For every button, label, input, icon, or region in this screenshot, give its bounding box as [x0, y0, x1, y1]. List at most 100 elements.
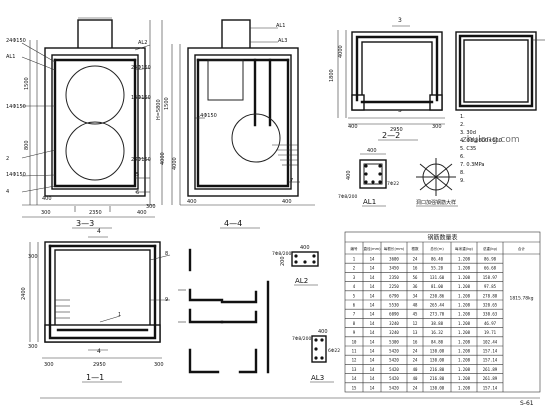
table-cell: 5300	[389, 339, 399, 344]
note-line: 4. Φ8@600×600	[460, 138, 502, 144]
dim-label: 300	[28, 254, 38, 260]
dim-label: 400	[318, 329, 328, 335]
table-cell: 5530	[389, 303, 399, 308]
table-cell: 14	[370, 358, 375, 363]
table-cell: 278.88	[483, 293, 498, 298]
section-3-3: 24Φ150 AL1 14Φ150 2 14Φ150 4 AL2 24Φ150 …	[6, 17, 166, 229]
table-cell: 1.208	[458, 385, 471, 390]
table-cell: 40	[413, 376, 418, 381]
table-cell: 16.32	[431, 330, 444, 335]
dim-label: 1800	[329, 69, 335, 82]
table-header: 编号	[350, 246, 358, 251]
table-header: 每米重(kg)	[455, 246, 474, 251]
callout-label: 9	[165, 297, 168, 303]
dim-label: 300	[28, 344, 38, 350]
note-line: 9.	[460, 178, 465, 184]
table-cell: 38.88	[431, 321, 444, 326]
callout-label: AL3	[278, 38, 287, 44]
table-cell: 14	[370, 385, 375, 390]
note-line: 6.	[460, 154, 465, 160]
note-line: 3. 30d	[460, 130, 476, 136]
callout-label: 24Φ150	[131, 157, 151, 163]
dim-label: 400	[300, 245, 310, 251]
table-cell: 19.71	[484, 330, 497, 335]
table-cell: 1.208	[458, 376, 471, 381]
dim-label: 2400	[21, 287, 27, 300]
table-cell: 34	[413, 293, 418, 298]
table-cell: 2250	[389, 284, 399, 289]
table-cell: 9	[353, 330, 356, 335]
section-mark: 4	[97, 348, 101, 355]
table-title: 钢筋数量表	[427, 234, 457, 242]
table-cell: 5420	[389, 376, 399, 381]
table-cell: 48	[413, 303, 418, 308]
table-cell: 14	[370, 266, 375, 271]
title-block: S-61	[40, 397, 540, 407]
note-line: 2.	[460, 122, 465, 128]
table-cell: 261.89	[483, 376, 498, 381]
table-cell: 1	[353, 257, 356, 262]
table-cell: 66.68	[484, 266, 497, 271]
table-cell: 261.89	[483, 367, 498, 372]
table-cell: 15	[352, 385, 357, 390]
table-cell: 3240	[389, 321, 399, 326]
table-cell: 1.208	[458, 303, 471, 308]
table-cell: 1.208	[458, 349, 471, 354]
table-cell: 5420	[389, 358, 399, 363]
table-cell: 12	[413, 321, 418, 326]
section-label: 3—3	[76, 219, 94, 228]
table-cell: 330.63	[483, 312, 498, 317]
table-cell: 14	[370, 349, 375, 354]
table-cell: 86.40	[431, 257, 444, 262]
dim-label: 7Φ22	[387, 181, 399, 187]
section-label: 1—1	[86, 373, 104, 382]
table-cell: 11	[352, 349, 357, 354]
table-cell: 102.44	[483, 339, 498, 344]
table-cell: 14	[370, 330, 375, 335]
table-cell: 1.208	[458, 358, 471, 363]
table-cell: 1.208	[458, 312, 471, 317]
table-cell: 14	[370, 367, 375, 372]
table-cell: 40	[413, 367, 418, 372]
al3-detail: 400 7Φ8/200 6Φ22 AL3	[292, 329, 340, 383]
opening-reinforcement-detail: 洞口加强钢筋大样	[416, 158, 458, 207]
table-cell: 36	[413, 284, 418, 289]
table-cell: 130.08	[430, 385, 445, 390]
section-label: AL3	[311, 374, 324, 382]
table-cell: 3450	[389, 266, 399, 271]
table-cell: 13	[352, 367, 357, 372]
dim-label: 400	[346, 170, 352, 180]
section-1-1: 4 4 2400 2950 300 300 300 300 8 9 1 1—1	[21, 228, 171, 383]
dim-label: 300	[432, 124, 442, 130]
callout-label: 7	[290, 178, 293, 184]
callout-label: AL1	[6, 54, 15, 60]
table-cell: 320.65	[483, 303, 498, 308]
table-cell: 16	[413, 266, 418, 271]
section-label: AL1	[363, 198, 376, 206]
dim-label: 2950	[390, 127, 403, 133]
table-cell: 265.44	[430, 303, 445, 308]
table-frame	[344, 231, 541, 393]
dim-label: 300	[146, 204, 156, 210]
table-cell: 158.97	[483, 275, 498, 280]
dim-label: 300	[44, 362, 54, 368]
callout-label: 14Φ150	[131, 95, 151, 101]
plan-view-right	[455, 31, 545, 111]
table-cell: 216.80	[430, 376, 445, 381]
table-cell: 14	[370, 257, 375, 262]
dim-label: 400	[282, 199, 292, 205]
opening-circle	[65, 65, 125, 125]
table-cell: 1.208	[458, 293, 471, 298]
table-cell: 24	[413, 349, 418, 354]
dim-label: 1500	[24, 77, 30, 90]
sheet-number: S-61	[520, 400, 534, 407]
table-cell: 13	[413, 330, 418, 335]
section-4-4: AL1 AL3 14Φ150 7 1500 4000 400 400 4—4	[164, 19, 315, 229]
table-cell: 5420	[389, 385, 399, 390]
table-cell: 2350	[389, 275, 399, 280]
table-cell: 55.20	[431, 266, 444, 271]
note-line: 1.	[460, 114, 465, 120]
table-cell: 46.97	[484, 321, 497, 326]
table-cell: 1.208	[458, 339, 471, 344]
section-label: 4—4	[224, 219, 242, 228]
